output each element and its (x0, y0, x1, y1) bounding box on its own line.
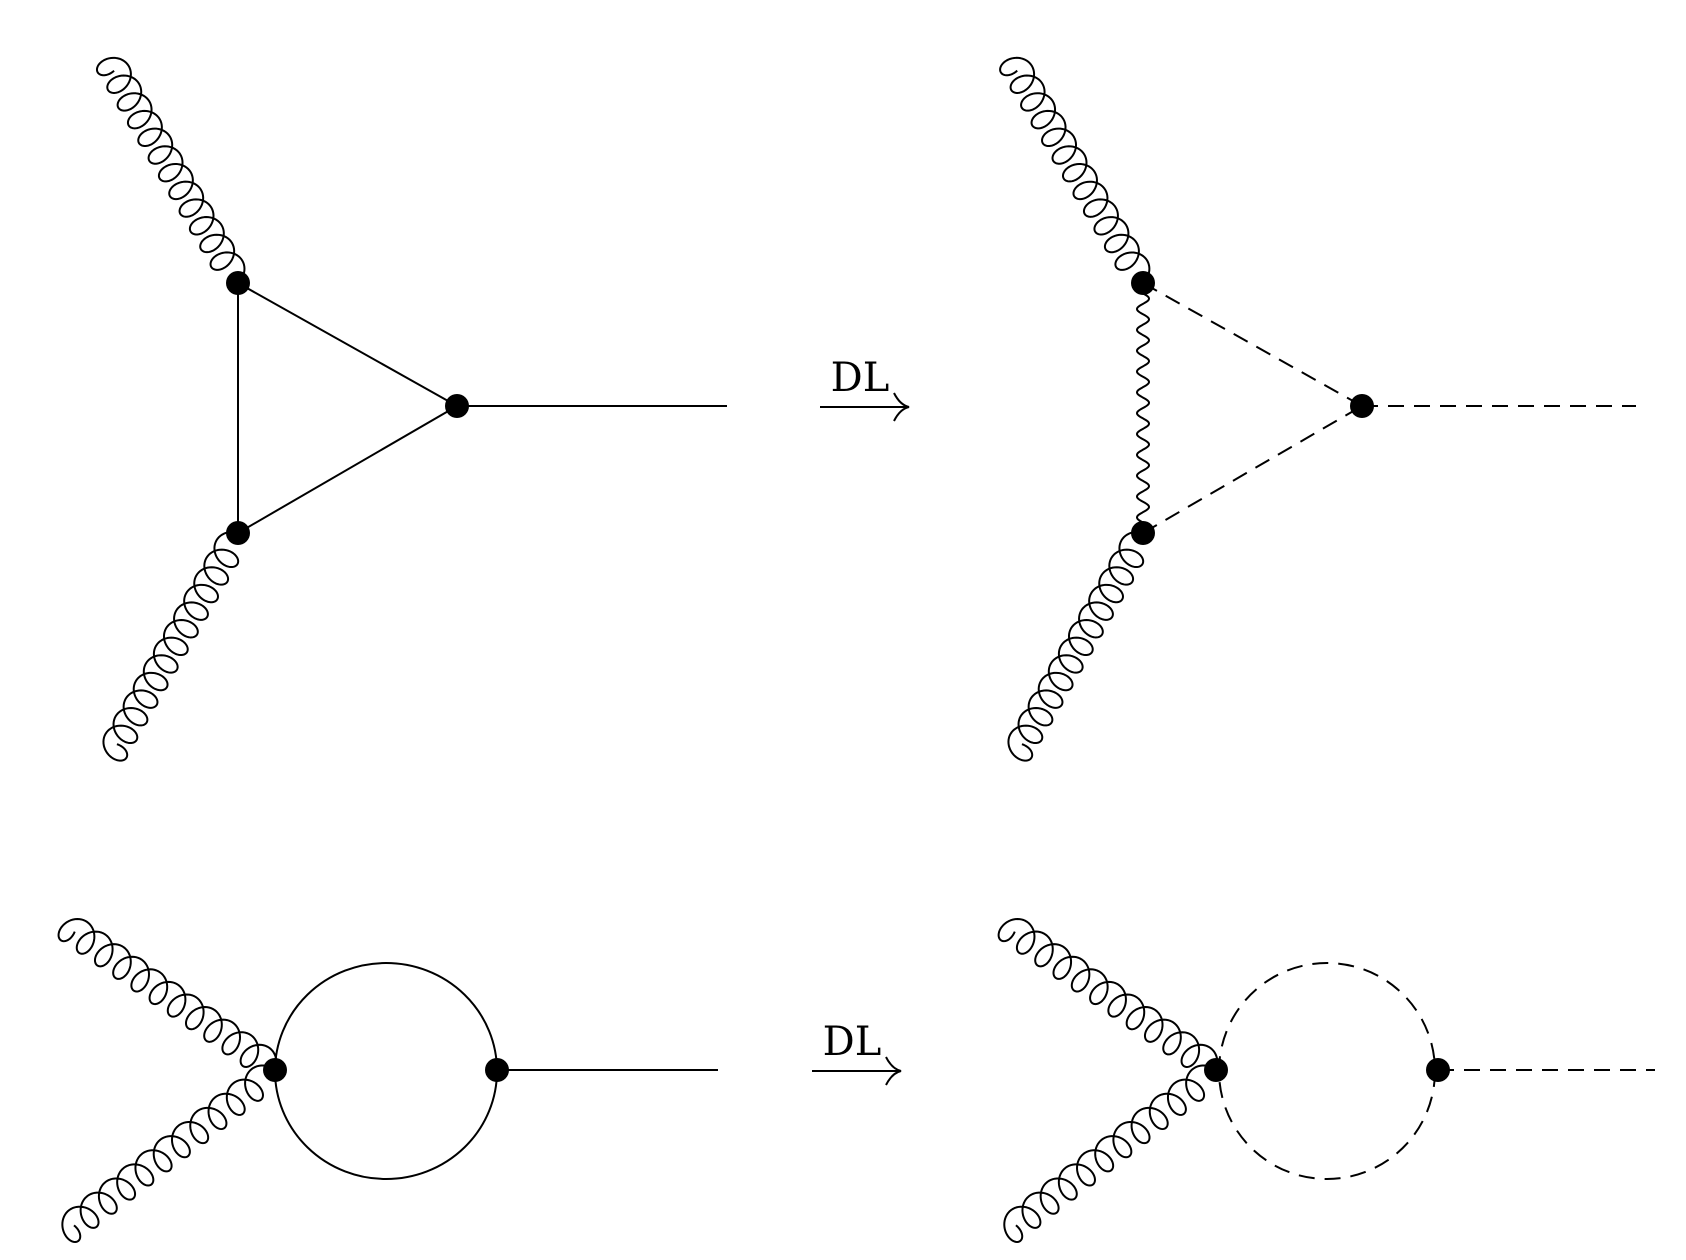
vertex-lower (226, 521, 250, 545)
vertex-left (1204, 1058, 1228, 1082)
vertex-right (445, 394, 469, 418)
dl-arrow-bottom: DL (812, 1019, 902, 1086)
gluon-upper-left (997, 917, 1219, 1071)
gluon-upper-left (57, 918, 278, 1071)
gluon-lower-left (61, 1064, 276, 1244)
gluon-lower-left (102, 531, 240, 762)
gluon-upper-left (95, 56, 246, 284)
gluon-lower-left (1003, 1064, 1217, 1243)
arrow-head (885, 1056, 902, 1086)
vertex-left (263, 1058, 287, 1082)
bubble-loop (274, 962, 498, 1180)
gluon-upper-left (999, 56, 1151, 284)
dl-arrow-label: DL (831, 355, 890, 401)
triangle-loop-diagram (95, 56, 727, 762)
vertex-upper (226, 271, 250, 295)
dashed-loop-edge-lower (1142, 405, 1363, 534)
dashed-loop-edge-upper (1142, 282, 1363, 407)
dl-arrow-top: DL (820, 355, 910, 422)
wavy-loop-edge-left (1135, 282, 1151, 534)
triangle-loop-dl-diagram (999, 56, 1636, 762)
vertex-upper (1131, 271, 1155, 295)
bubble-loop-dl-diagram (997, 917, 1655, 1243)
bubble-loop-diagram (57, 918, 718, 1244)
vertex-right (485, 1058, 509, 1082)
gluon-lower-left (1007, 531, 1145, 762)
loop-edge-upper (237, 282, 458, 407)
vertex-right (1426, 1058, 1450, 1082)
vertex-right (1350, 394, 1374, 418)
loop-edge-lower (237, 405, 458, 534)
vertex-lower (1131, 521, 1155, 545)
dashed-bubble-loop (1218, 962, 1436, 1180)
arrow-head (893, 392, 910, 422)
dl-arrow-label: DL (823, 1019, 882, 1065)
